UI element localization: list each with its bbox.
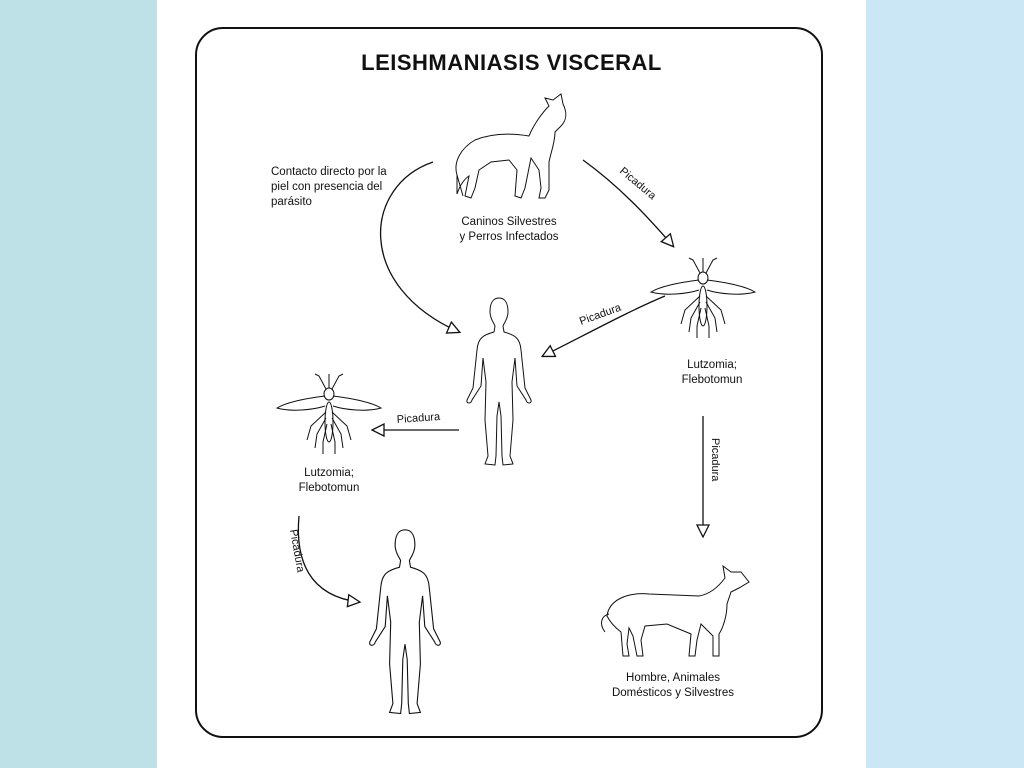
diagram-frame bbox=[195, 27, 823, 738]
bite-label: Picadura bbox=[396, 411, 441, 426]
vector-right-line-1: Lutzomia; bbox=[687, 359, 737, 371]
cycle-arrows bbox=[297, 159, 703, 602]
hosts-line-2: Domésticos y Silvestres bbox=[611, 687, 735, 699]
hosts-label: Hombre, Animales Domésticos y Silvestres bbox=[583, 671, 763, 701]
bite-label: Picadura bbox=[287, 528, 307, 574]
wild-canines-label: Caninos Silvestres y Perros Infectados bbox=[425, 215, 593, 245]
human-icon bbox=[466, 297, 532, 466]
diagram-canvas: LEISHMANIASIS VISCERAL bbox=[157, 0, 866, 768]
left-side-band bbox=[0, 0, 157, 768]
mosquito-icon bbox=[650, 257, 756, 339]
human-icon bbox=[369, 529, 441, 715]
hosts-line-1: Hombre, Animales bbox=[626, 672, 720, 684]
cycle-illustration: Picadura Picadura Picadura Picadura Pica… bbox=[276, 93, 756, 715]
mosquito-icon bbox=[276, 373, 382, 455]
vector-left-line-2: Flebotomun bbox=[298, 482, 360, 494]
vector-left-line-1: Lutzomia; bbox=[304, 467, 354, 479]
contact-note: Contacto directo por la piel con presenc… bbox=[271, 166, 387, 208]
wild-canines-line-1: Caninos Silvestres bbox=[461, 216, 557, 228]
bite-label: Picadura bbox=[578, 301, 624, 327]
bite-label: Picadura bbox=[617, 165, 659, 203]
vector-left-label: Lutzomia; Flebotomun bbox=[264, 466, 394, 496]
diagram-title: LEISHMANIASIS VISCERAL bbox=[361, 50, 662, 75]
wolf-icon bbox=[455, 93, 567, 199]
wild-canines-line-2: y Perros Infectados bbox=[459, 231, 559, 243]
vector-right-line-2: Flebotomun bbox=[681, 374, 743, 386]
right-side-band bbox=[866, 0, 1024, 768]
dog-icon bbox=[601, 564, 750, 657]
vector-right-label: Lutzomia; Flebotomun bbox=[647, 358, 777, 388]
bite-label: Picadura bbox=[709, 438, 721, 482]
